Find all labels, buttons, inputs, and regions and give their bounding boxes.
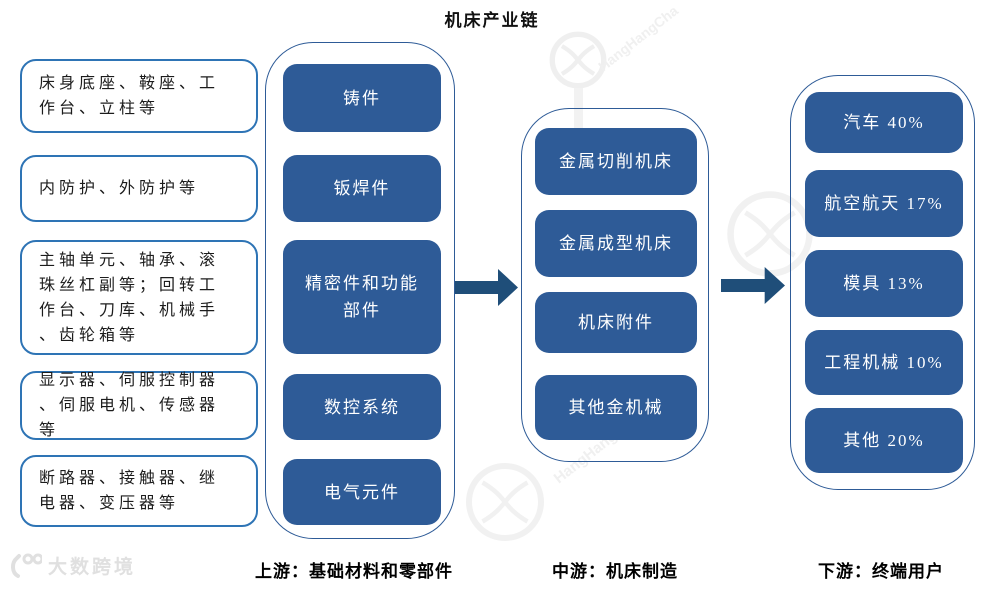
brand-logo-icon: [11, 553, 42, 578]
downstream-users-group: [790, 75, 975, 490]
upstream-input-box: 内防护、外防护等: [20, 155, 258, 222]
midstream-product-box: 金属切削机床: [535, 128, 697, 195]
brand-watermark-label: 大数跨境: [48, 556, 137, 578]
midstream-product-box: 金属成型机床: [535, 210, 697, 277]
upstream-input-box: 床身底座、鞍座、工 作台、立柱等: [20, 59, 258, 133]
midstream-to-downstream-arrow: [721, 267, 785, 304]
arrow-right-icon: [721, 267, 785, 304]
upstream-input-box: 断路器、接触器、继 电器、变压器等: [20, 455, 258, 527]
downstream-user-box: 航空航天 17%: [805, 170, 963, 237]
upstream-component-box: 精密件和功能 部件: [283, 240, 441, 354]
midstream-product-box: 机床附件: [535, 292, 697, 353]
downstream-user-box: 汽车 40%: [805, 92, 963, 153]
upstream-input-box: 主轴单元、轴承、滚 珠丝杠副等；回转工 作台、刀库、机械手 、齿轮箱等: [20, 240, 258, 355]
downstream-user-box: 工程机械 10%: [805, 330, 963, 395]
watermark-seal-handle: [574, 88, 583, 132]
brand-watermark: 大数跨境: [8, 551, 136, 579]
upstream-component-box: 铸件: [283, 64, 441, 132]
arrow-right-icon: [455, 269, 518, 306]
upstream-input-box: 显示器、伺服控制器 、伺服电机、传感器 等: [20, 371, 258, 440]
upstream-to-midstream-arrow: [455, 269, 518, 306]
upstream-component-box: 电气元件: [283, 459, 441, 525]
watermark-seal-icon: [466, 463, 544, 541]
downstream-user-box: 模具 13%: [805, 250, 963, 317]
upstream-label: 上游：基础材料和零部件: [255, 562, 453, 581]
midstream-product-box: 其他金机械: [535, 375, 697, 440]
downstream-label: 下游：终端用户: [818, 562, 944, 581]
midstream-label: 中游：机床制造: [552, 562, 678, 581]
upstream-components-group: [265, 42, 455, 539]
upstream-component-box: 数控系统: [283, 374, 441, 440]
midstream-products-group: [521, 108, 709, 462]
upstream-component-box: 钣焊件: [283, 155, 441, 222]
page-title: 机床产业链: [444, 11, 540, 30]
downstream-user-box: 其他 20%: [805, 408, 963, 473]
watermark-seal-icon: [549, 31, 607, 89]
